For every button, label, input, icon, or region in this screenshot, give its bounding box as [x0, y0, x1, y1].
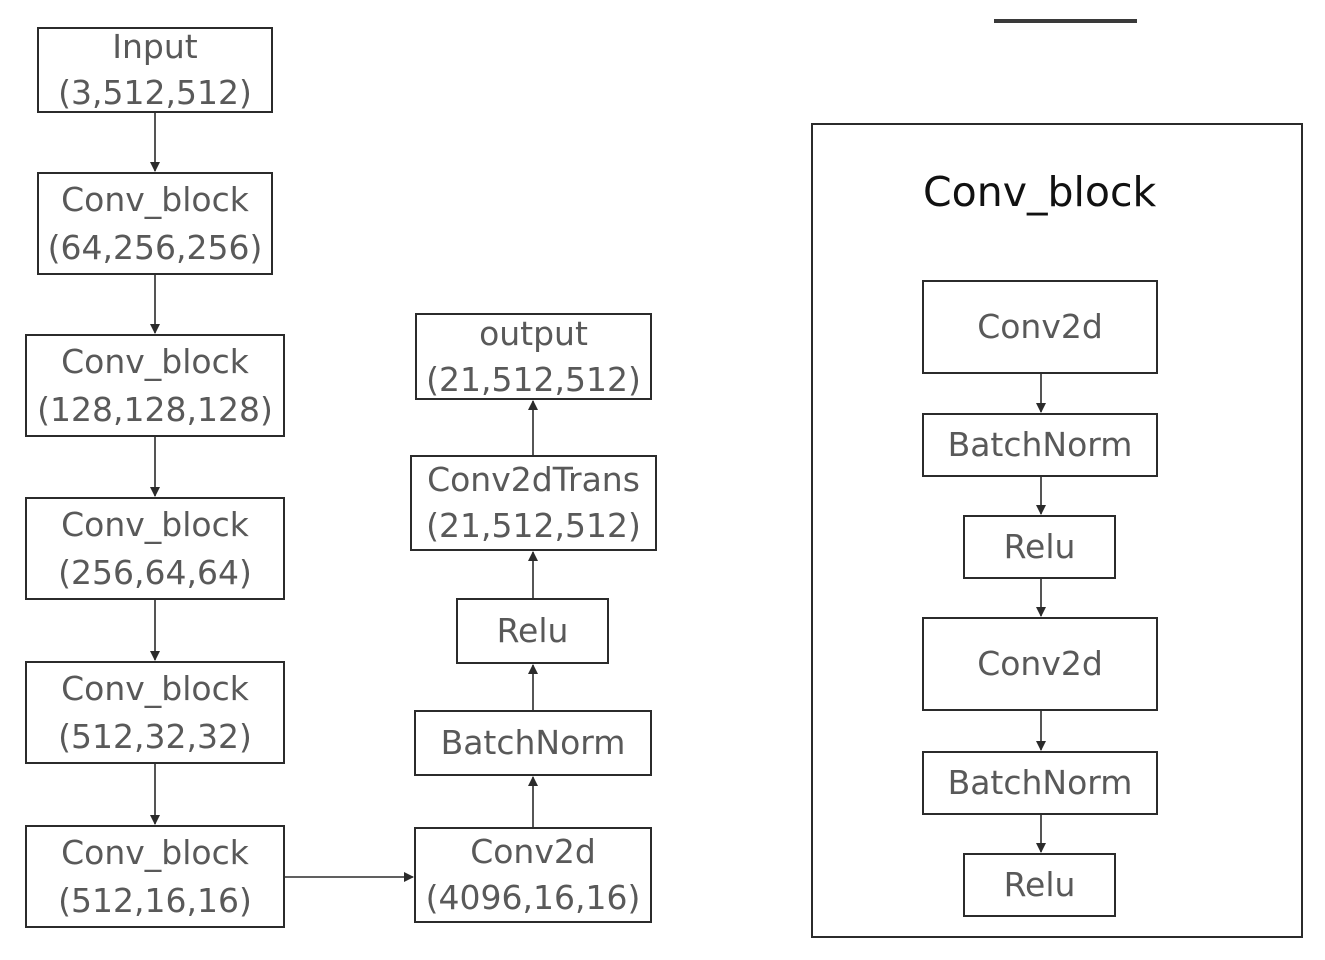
detail-layer-batchnorm-2: BatchNorm — [922, 751, 1158, 815]
detail-layer-conv2d-2-label: Conv2d — [977, 644, 1103, 684]
input-node-shape: (3,512,512) — [58, 73, 252, 112]
output-node-shape: (21,512,512) — [426, 359, 641, 399]
head-batchnorm-node: BatchNorm — [414, 710, 652, 776]
head-conv2d-node: Conv2d (4096,16,16) — [414, 827, 652, 923]
detail-layer-conv2d-2: Conv2d — [922, 617, 1158, 711]
conv-block-node-3-shape: (256,64,64) — [58, 552, 252, 592]
head-relu-node-name: Relu — [496, 611, 569, 651]
conv-block-node-5-shape: (512,16,16) — [58, 880, 252, 920]
conv-block-node-1-name: Conv_block — [61, 179, 249, 219]
detail-layer-relu-1: Relu — [963, 515, 1116, 579]
detail-layer-relu-2: Relu — [963, 853, 1116, 917]
input-node: Input (3,512,512) — [37, 27, 273, 113]
conv-block-node-2-name: Conv_block — [61, 341, 249, 381]
head-relu-node: Relu — [456, 598, 609, 664]
head-conv2d-node-shape: (4096,16,16) — [425, 878, 641, 917]
head-conv2d-node-name: Conv2d — [470, 832, 596, 872]
detail-layer-batchnorm-1: BatchNorm — [922, 413, 1158, 477]
detail-layer-relu-2-label: Relu — [1003, 865, 1076, 905]
conv-block-node-3: Conv_block (256,64,64) — [25, 497, 285, 600]
conv-block-node-2-shape: (128,128,128) — [37, 389, 273, 429]
input-node-name: Input — [112, 27, 198, 67]
conv-block-node-5-name: Conv_block — [61, 832, 249, 872]
conv-block-node-4-shape: (512,32,32) — [58, 716, 252, 756]
output-node: output (21,512,512) — [415, 313, 652, 400]
conv-block-detail-title: Conv_block — [923, 168, 1157, 216]
head-batchnorm-node-name: BatchNorm — [440, 723, 626, 763]
conv2dtrans-node-shape: (21,512,512) — [426, 506, 641, 545]
detail-layer-batchnorm-1-label: BatchNorm — [947, 425, 1133, 465]
detail-layer-batchnorm-2-label: BatchNorm — [947, 763, 1133, 803]
conv2dtrans-node: Conv2dTrans (21,512,512) — [410, 455, 657, 551]
conv-block-node-2: Conv_block (128,128,128) — [25, 334, 285, 437]
conv-block-node-5: Conv_block (512,16,16) — [25, 825, 285, 928]
conv-block-node-3-name: Conv_block — [61, 504, 249, 544]
conv-block-node-1-shape: (64,256,256) — [47, 227, 263, 267]
conv-block-node-4: Conv_block (512,32,32) — [25, 661, 285, 764]
conv-block-node-4-name: Conv_block — [61, 668, 249, 708]
conv-block-detail-frame — [811, 123, 1303, 938]
detail-layer-conv2d-1: Conv2d — [922, 280, 1158, 374]
top-bar-line — [994, 19, 1137, 23]
conv-block-node-1: Conv_block (64,256,256) — [37, 172, 273, 275]
detail-layer-relu-1-label: Relu — [1003, 527, 1076, 567]
detail-layer-conv2d-1-label: Conv2d — [977, 307, 1103, 347]
conv2dtrans-node-name: Conv2dTrans — [427, 460, 640, 500]
output-node-name: output — [479, 313, 588, 353]
